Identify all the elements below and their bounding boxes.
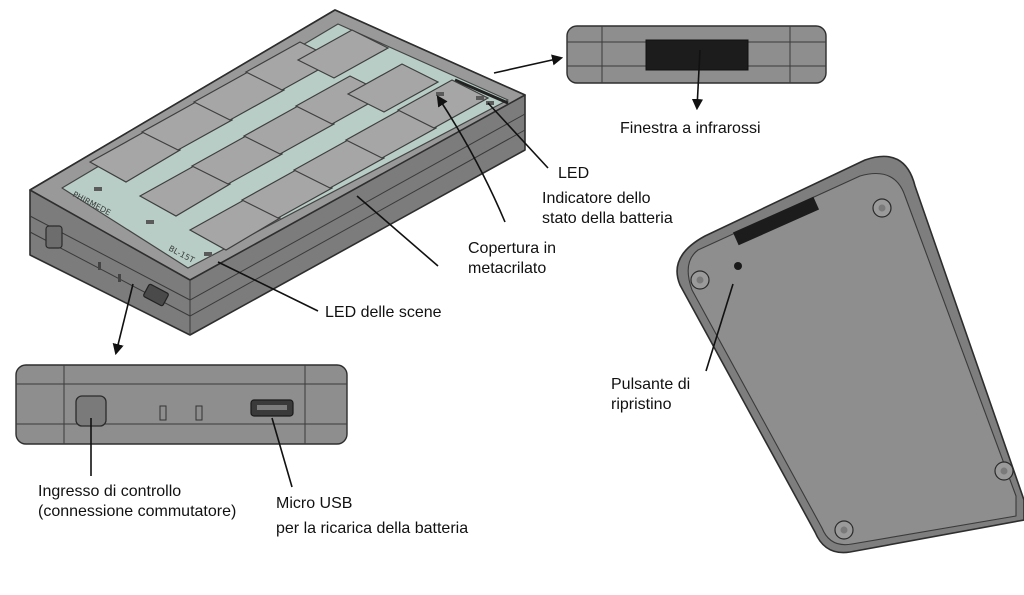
- reset-button-label-1: Pulsante di: [611, 376, 690, 393]
- reset-button-label-2: ripristino: [611, 396, 672, 413]
- control-input-label-1: Ingresso di controllo: [38, 483, 181, 500]
- battery-status-label-2: stato della batteria: [542, 210, 673, 227]
- scene-key[interactable]: [292, 139, 386, 189]
- micro-usb-label-1: Micro USB: [276, 495, 352, 512]
- ir-window-label: Finestra a infrarossi: [620, 120, 761, 137]
- scene-key[interactable]: [344, 109, 438, 159]
- scene-key[interactable]: [242, 105, 336, 155]
- scene-leds-label: LED delle scene: [325, 304, 442, 321]
- back-side-device: [676, 155, 1024, 554]
- scene-key[interactable]: [188, 199, 282, 251]
- reset-button[interactable]: [734, 262, 742, 270]
- scene-key[interactable]: [138, 165, 232, 217]
- acrylic-cover-label-2: metacrilato: [468, 260, 546, 277]
- back-ir-window: [732, 196, 820, 246]
- back-panel: [687, 172, 1017, 546]
- keypad-device: PHIRMEDE BL-15T: [29, 9, 526, 336]
- scene-key[interactable]: [346, 63, 440, 113]
- ir-window: [645, 39, 749, 71]
- scene-key[interactable]: [140, 101, 234, 151]
- led-label: LED: [558, 165, 589, 182]
- front-edge-detail: [15, 364, 348, 445]
- acrylic-cover-label-1: Copertura in: [468, 240, 556, 257]
- scene-key[interactable]: [240, 169, 334, 219]
- callout-lines: [90, 49, 734, 488]
- battery-status-label-1: Indicatore dello: [542, 190, 651, 207]
- control-input-port[interactable]: [45, 225, 63, 249]
- scene-key[interactable]: [190, 135, 284, 185]
- scene-key[interactable]: [88, 131, 182, 183]
- front-edge-body: [15, 364, 348, 445]
- scene-keys: [88, 29, 490, 251]
- scene-leds: [94, 92, 494, 256]
- scene-key[interactable]: [296, 29, 390, 79]
- scene-key[interactable]: [192, 71, 286, 121]
- control-input-label-2: (connessione commutatore): [38, 503, 236, 520]
- micro-usb-label-2: per la ricarica della batteria: [276, 520, 468, 537]
- usb-port-side[interactable]: [143, 283, 169, 307]
- ir-window-detail: [566, 25, 827, 84]
